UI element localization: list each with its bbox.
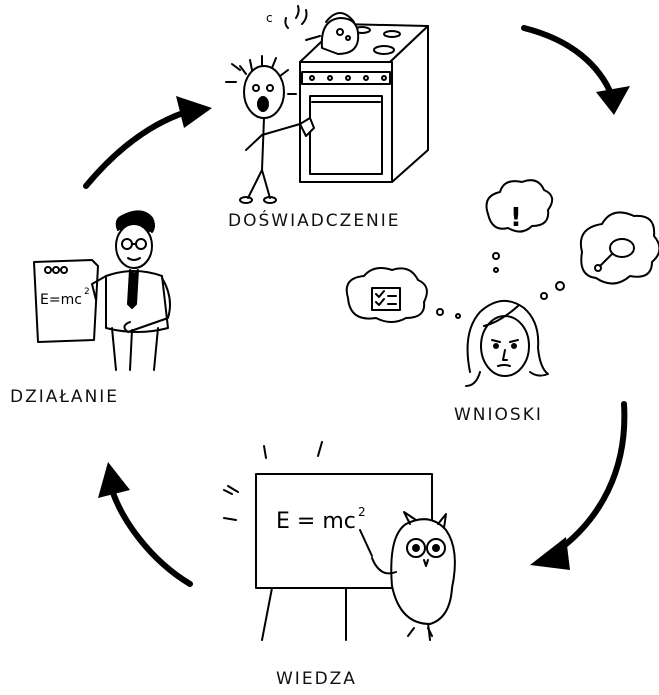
arrow-head-2 bbox=[530, 537, 570, 570]
stage-label-action: DZIAŁANIE bbox=[10, 387, 119, 407]
stage-action: E=mc 2 DZIAŁANIE bbox=[10, 210, 171, 407]
thinking-woman-icon bbox=[465, 300, 549, 387]
board-formula: E = mc bbox=[276, 509, 356, 534]
arrow-knowledge-to-action bbox=[109, 487, 193, 587]
paper-formula: E=mc bbox=[40, 292, 82, 308]
arrow-head-3 bbox=[98, 462, 130, 498]
cycle-arrows bbox=[83, 25, 630, 587]
stage-conclusions: ! bbox=[345, 179, 659, 425]
teacher-owl-icon bbox=[359, 511, 456, 637]
stage-experience: c DOŚWIADCZENIE bbox=[225, 5, 429, 231]
arrow-experience-to-conclusions bbox=[521, 25, 615, 99]
stage-label-knowledge: WIEDZA bbox=[276, 669, 357, 689]
presenter-man-icon bbox=[91, 210, 171, 371]
checklist-thought-bubble bbox=[345, 267, 461, 323]
checklist-icon bbox=[371, 287, 401, 311]
arrow-head-4 bbox=[176, 96, 212, 128]
arrow-action-to-experience bbox=[83, 109, 189, 189]
paper-sheet-icon: E=mc 2 bbox=[33, 259, 99, 343]
stage-label-conclusions: WNIOSKI bbox=[454, 405, 543, 425]
stage-label-experience: DOŚWIADCZENIE bbox=[228, 209, 401, 231]
stage-knowledge: E = mc 2 WIEDZA bbox=[223, 441, 456, 689]
exclamation-thought-bubble: ! bbox=[485, 179, 554, 273]
scared-man-icon bbox=[225, 55, 315, 204]
arrow-conclusions-to-knowledge bbox=[553, 401, 628, 555]
stove-experiment-icon: c bbox=[266, 5, 429, 183]
arrow-head-1 bbox=[596, 86, 630, 115]
exclamation-text: ! bbox=[510, 203, 522, 233]
board-formula-exponent: 2 bbox=[358, 505, 366, 519]
chicken-leg-icon bbox=[594, 238, 635, 272]
food-thought-bubble bbox=[540, 211, 659, 300]
paper-formula-exponent: 2 bbox=[84, 287, 90, 297]
svg-text:c: c bbox=[266, 11, 273, 25]
